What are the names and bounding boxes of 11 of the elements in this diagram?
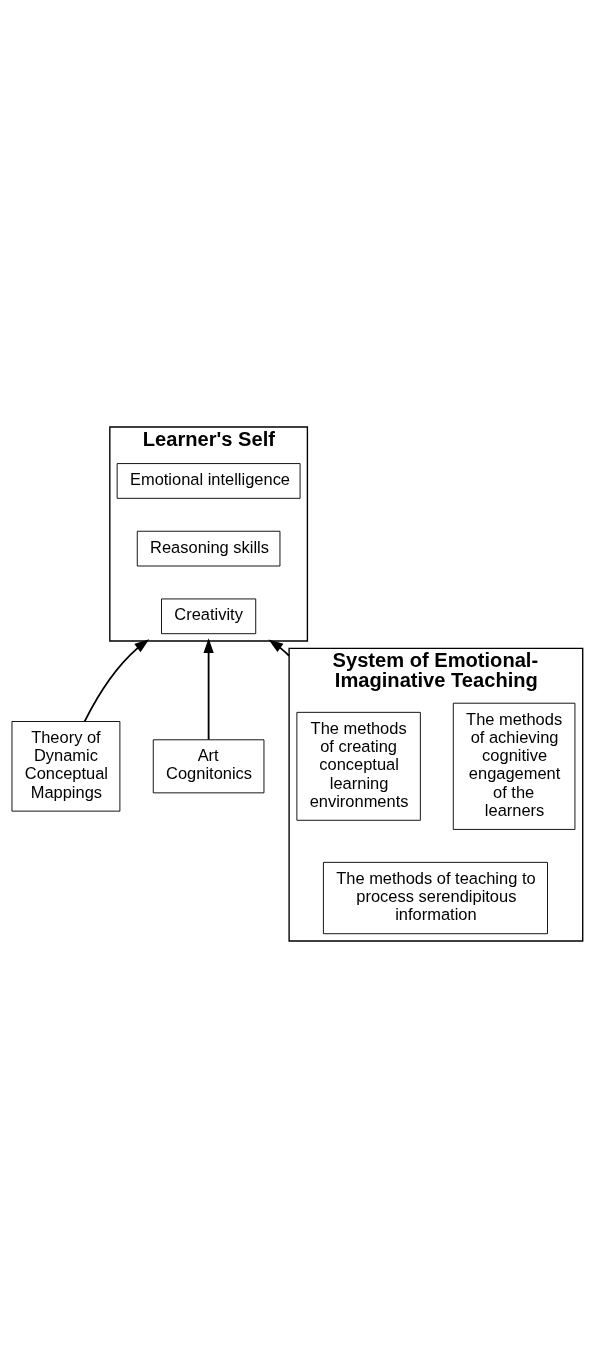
arrow [203,638,214,741]
node-box: The methods of achieving cognitive engagement of the learners [452,702,576,830]
node-box: Theory of Dynamic Conceptual Mappings [11,721,121,812]
node-box: Art Cognitonics [152,739,265,794]
arrow [268,639,291,657]
arrow [83,639,150,723]
node-box: Reasoning skills [136,530,281,567]
node-box: The methods of teaching to process serendipitous information [322,861,548,935]
node-box: The methods of creating conceptual learning environments [296,711,421,821]
node-box: Creativity [161,598,257,635]
node-box: Emotional intelligence [116,463,301,499]
